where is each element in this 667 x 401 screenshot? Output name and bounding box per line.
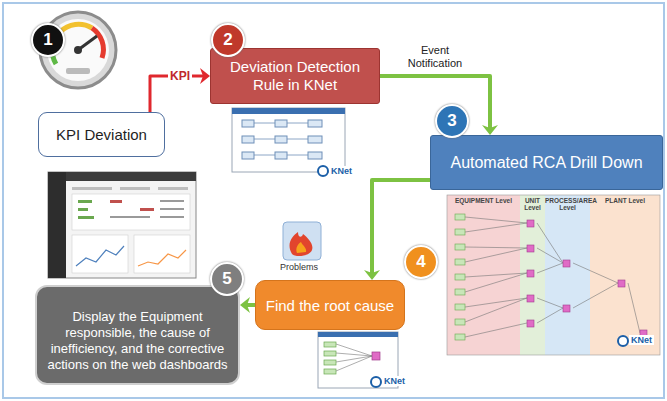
callout-number: 5 xyxy=(210,262,244,296)
logo-text: KNet xyxy=(629,335,654,345)
dashboard-box: Display the Equipment responsible, the c… xyxy=(35,285,240,385)
rca-link xyxy=(465,273,527,277)
rca-item xyxy=(527,295,534,302)
dashboard-screenshot xyxy=(48,172,196,278)
problems-icon xyxy=(283,222,321,260)
callout-number: 1 xyxy=(31,23,65,57)
box-text: Automated RCA Drill Down xyxy=(450,154,642,172)
rca-item xyxy=(455,304,465,310)
rca-item xyxy=(563,305,570,312)
column-header: UNIT Level xyxy=(520,197,545,211)
rca-item xyxy=(527,245,534,252)
rca-link xyxy=(465,323,527,337)
box-text: Find the root cause xyxy=(266,297,394,314)
kpi-box: KPI Deviation xyxy=(38,112,165,157)
rca-item xyxy=(455,229,465,235)
rca-link xyxy=(537,223,563,263)
arrow-head xyxy=(240,297,250,313)
callout-number: 2 xyxy=(211,23,245,57)
column-header: PLANT Level xyxy=(590,197,660,204)
rca-item xyxy=(455,334,465,340)
rootcause-box: Find the root cause xyxy=(255,280,405,330)
column-header: EQUIPMENT Level xyxy=(447,197,520,204)
rca-link xyxy=(628,283,640,333)
logo-text: KNet xyxy=(329,166,354,176)
box-text: Display the Equipment responsible, the c… xyxy=(45,309,230,374)
rca-link xyxy=(465,298,527,322)
rca-item xyxy=(455,289,465,295)
rca-link xyxy=(465,248,527,262)
rca-item xyxy=(455,274,465,280)
rca-item xyxy=(618,280,625,287)
rca-link xyxy=(465,298,527,307)
rca-link xyxy=(465,247,527,248)
rca-item xyxy=(527,220,534,227)
rca-link xyxy=(537,248,563,263)
rca-link xyxy=(573,263,618,283)
logo-text: KNet xyxy=(382,376,407,386)
rca-item xyxy=(527,270,534,277)
box-text: Deviation Detection Rule in KNet xyxy=(221,58,369,94)
callout-number: 3 xyxy=(435,104,469,138)
rca-link xyxy=(573,283,618,308)
rca-link xyxy=(537,308,563,323)
rca-item xyxy=(455,244,465,250)
rule-box: Deviation Detection Rule in KNet xyxy=(210,48,380,104)
rca-link xyxy=(537,298,563,308)
rca-link xyxy=(465,217,527,223)
box-text: KPI Deviation xyxy=(56,126,147,143)
knet-logo xyxy=(618,336,628,346)
rca-item xyxy=(563,260,570,267)
rca-item xyxy=(455,319,465,325)
arrow-head xyxy=(482,125,498,135)
rca-box: Automated RCA Drill Down xyxy=(430,135,663,190)
arrow-head xyxy=(200,68,210,84)
rca-link xyxy=(537,263,563,273)
rca-diagram xyxy=(447,195,660,355)
arrow-head xyxy=(364,270,380,280)
rca-link xyxy=(465,273,527,292)
callout-number: 4 xyxy=(404,245,438,279)
icon-caption: Problems xyxy=(280,262,318,272)
rca-item xyxy=(455,214,465,220)
connector-label: Event Notification xyxy=(397,44,473,70)
rca-link xyxy=(465,223,527,232)
flow-connector xyxy=(247,303,255,307)
rca-item xyxy=(527,320,534,327)
rca-item xyxy=(455,259,465,265)
column-header: PROCESS/AREA Level xyxy=(545,197,590,211)
connector-label: KPI xyxy=(168,69,192,83)
